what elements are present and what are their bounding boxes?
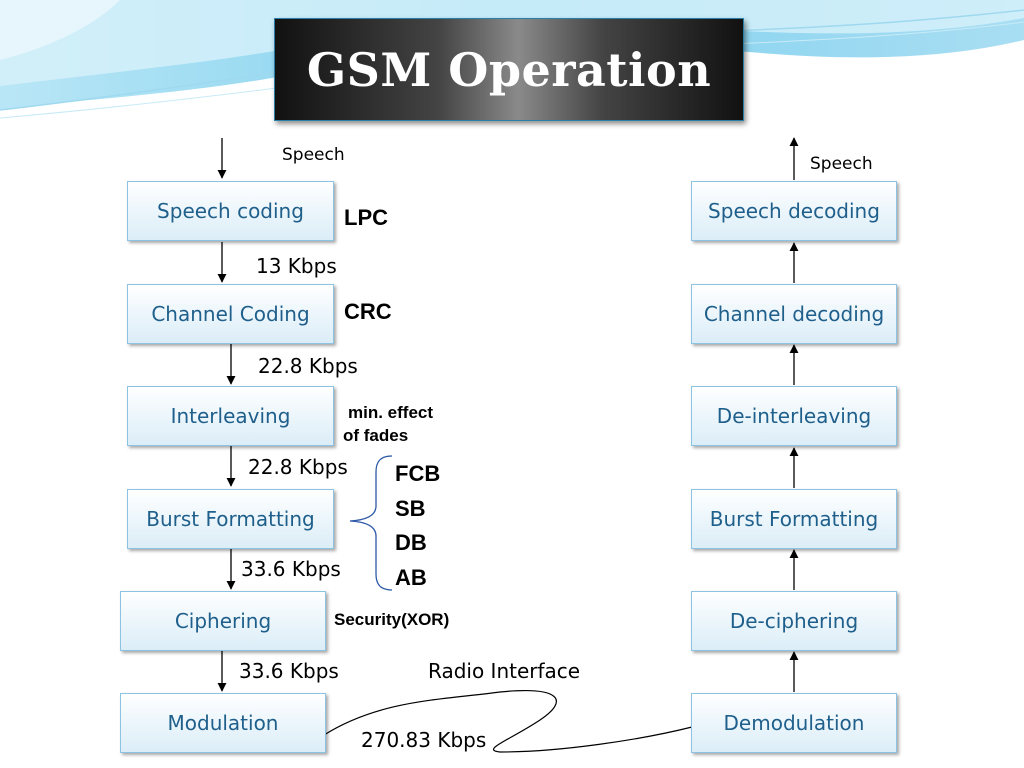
burst-type-ab: AB xyxy=(395,565,427,590)
interleaving-block: Interleaving xyxy=(127,386,334,446)
burst-type-sb: SB xyxy=(395,496,426,521)
channel-decoding-block: Channel decoding xyxy=(691,284,897,344)
demodulation-block: Demodulation xyxy=(691,693,897,753)
rate-label-interleave-to-burst: 22.8 Kbps xyxy=(248,455,348,479)
speech-input-label: Speech xyxy=(282,145,345,165)
channel-coding-block: Channel Coding xyxy=(127,284,334,344)
lpc-note: LPC xyxy=(344,205,388,230)
modulation-block: Modulation xyxy=(120,693,326,753)
rate-label-channel-to-interleave: 22.8 Kbps xyxy=(258,354,358,378)
radio-rate-label: 270.83 Kbps xyxy=(361,728,487,752)
burst-type-fcb: FCB xyxy=(395,461,441,486)
radio-link-curve xyxy=(323,690,693,753)
rate-label-burst-to-cipher: 33.6 Kbps xyxy=(241,557,341,581)
de-interleaving-block: De-interleaving xyxy=(691,386,897,446)
burst-type-db: DB xyxy=(395,530,427,555)
burst-formatting-block: Burst Formatting xyxy=(127,489,334,549)
radio-interface-label: Radio Interface xyxy=(428,659,581,683)
crc-note: CRC xyxy=(344,299,392,324)
speech-decoding-block: Speech decoding xyxy=(691,181,897,241)
ciphering-block: Ciphering xyxy=(120,591,326,651)
page-title: GSM Operation xyxy=(306,42,712,97)
interleave-note-line2: of fades xyxy=(343,426,409,445)
rate-label-cipher-to-modulation: 33.6 Kbps xyxy=(239,659,339,683)
speech-output-label: Speech xyxy=(810,154,873,174)
transmitter-arrows xyxy=(217,138,236,692)
rx-burst-formatting-block: Burst Formatting xyxy=(691,489,897,549)
title-banner: GSM Operation xyxy=(274,18,744,121)
interleave-note-line1: min. effect xyxy=(348,403,434,422)
security-note: Security(XOR) xyxy=(334,610,450,629)
de-ciphering-block: De-ciphering xyxy=(691,591,897,651)
speech-coding-block: Speech coding xyxy=(127,181,334,241)
rate-label-speech-to-channel: 13 Kbps xyxy=(256,254,337,278)
burst-type-brace xyxy=(349,455,393,591)
header-wave-decoration xyxy=(0,0,1024,119)
